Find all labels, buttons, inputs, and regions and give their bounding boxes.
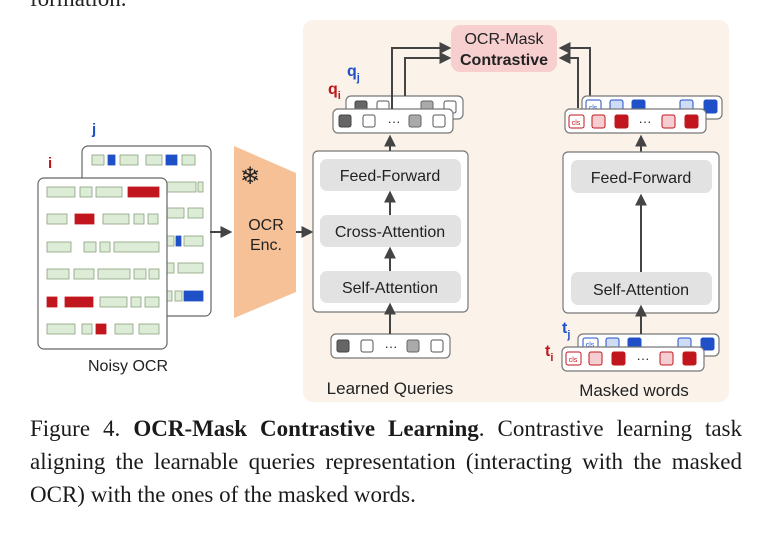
arrow-qj-to-objective [404, 52, 452, 96]
document-j-boxes [91, 154, 204, 302]
document-i [37, 177, 168, 350]
arrow-ti-to-objective [558, 52, 579, 108]
doc-j-label: j [91, 121, 96, 138]
left-self-attention-block [320, 271, 461, 303]
document-i-boxes [46, 186, 160, 335]
figure-diagram: j i [37, 20, 729, 402]
caption-title: OCR-Mask Contrastive Learning [133, 416, 479, 441]
t-i-label: ti [545, 343, 553, 364]
learned-queries-label: Learned Queries [327, 379, 454, 398]
query-token [336, 339, 350, 353]
ocr-mask-contrastive-box [451, 25, 557, 72]
svg-text:cls: cls [586, 342, 595, 349]
t-j-label: tj [562, 320, 570, 341]
caption-figure-number: Figure 4. [30, 416, 121, 441]
masked-words-input-i: cls ··· [561, 346, 705, 372]
text-output-i: cls ··· [564, 108, 707, 134]
left-feed-forward-label: Feed-Forward [340, 168, 440, 185]
caption-text: . Contrastive learning task aligning the… [30, 416, 742, 507]
q-i-label: qi [328, 81, 341, 102]
objective-line2: Contrastive [460, 52, 548, 69]
svg-text:cls: cls [569, 357, 578, 364]
q-j-label: qj [347, 63, 360, 84]
arrow-qi-to-objective [391, 42, 452, 109]
right-self-attention-block [571, 272, 712, 305]
right-feed-forward-block [571, 160, 712, 193]
svg-text:cls: cls [572, 120, 581, 127]
ellipsis: ··· [639, 114, 652, 129]
query-output-i: ··· [332, 108, 454, 134]
noisy-ocr-label: Noisy OCR [88, 358, 168, 375]
left-self-attention-label: Self-Attention [342, 280, 438, 297]
preceding-text-fragment: formation. [30, 0, 126, 12]
right-self-attention-label: Self-Attention [593, 282, 689, 299]
ellipsis: ··· [388, 114, 401, 129]
figure-caption: Figure 4. OCR-Mask Contrastive Learning.… [30, 412, 742, 511]
arrow-tj-to-objective [558, 42, 591, 96]
masked-words-label: Masked words [579, 381, 689, 400]
query-token [360, 339, 374, 353]
query-token [406, 339, 420, 353]
ellipsis: ··· [637, 351, 650, 366]
query-token [430, 339, 444, 353]
objective-line1: OCR-Mask [464, 31, 544, 48]
noisy-ocr-documents: j i [37, 121, 212, 375]
ocr-encoder-trapezoid [234, 146, 296, 318]
right-feed-forward-label: Feed-Forward [591, 170, 691, 187]
ellipsis: ··· [385, 339, 398, 354]
encoder-label-line2: Enc. [250, 237, 282, 254]
encoder-label-line1: OCR [248, 217, 284, 234]
snowflake-icon: ❄ [240, 163, 260, 190]
cross-attention-block [320, 215, 461, 247]
cross-attention-label: Cross-Attention [335, 224, 445, 241]
left-feed-forward-block [320, 159, 461, 191]
doc-i-label: i [48, 155, 52, 172]
